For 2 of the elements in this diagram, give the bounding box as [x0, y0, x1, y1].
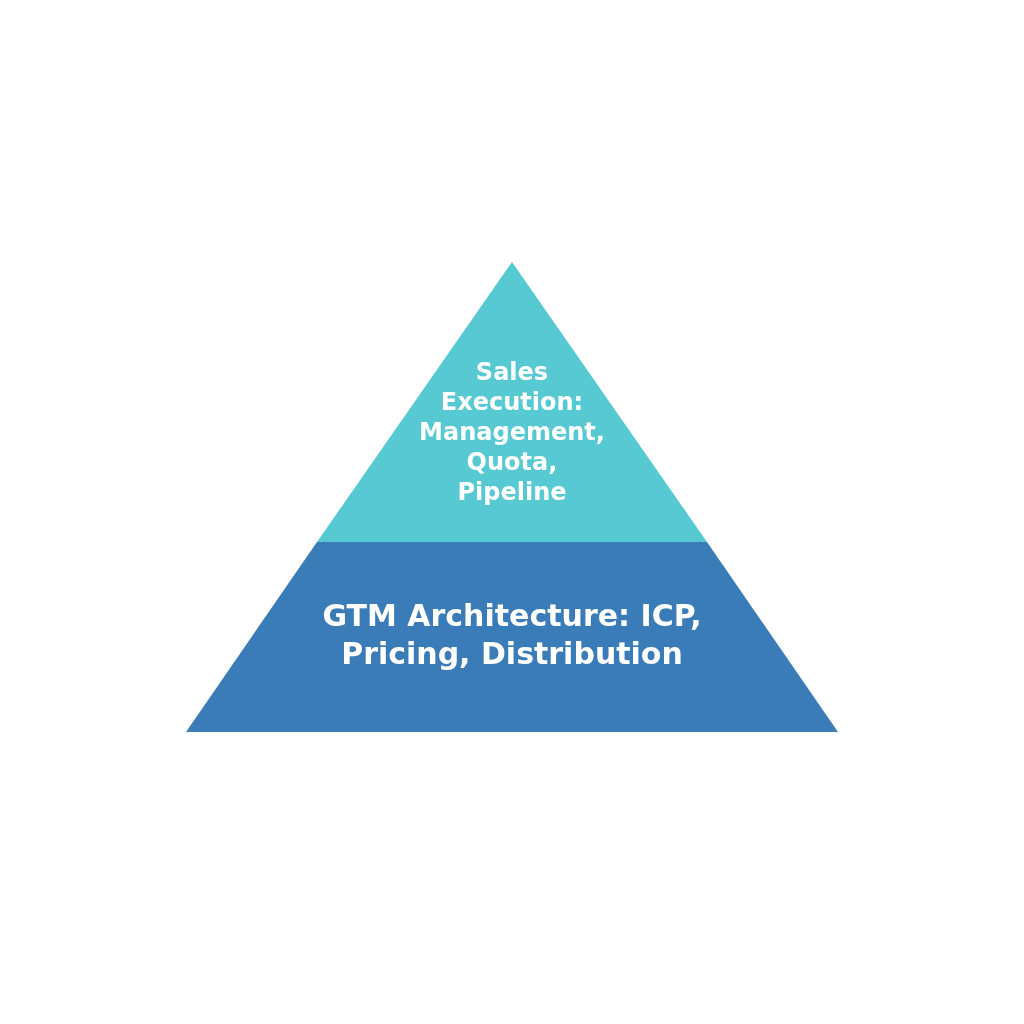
- tier-label: GTM Architecture: ICP, Pricing, Distribution: [321, 597, 703, 672]
- tier-label: Sales Execution: Management, Quota, Pipeline: [418, 357, 606, 507]
